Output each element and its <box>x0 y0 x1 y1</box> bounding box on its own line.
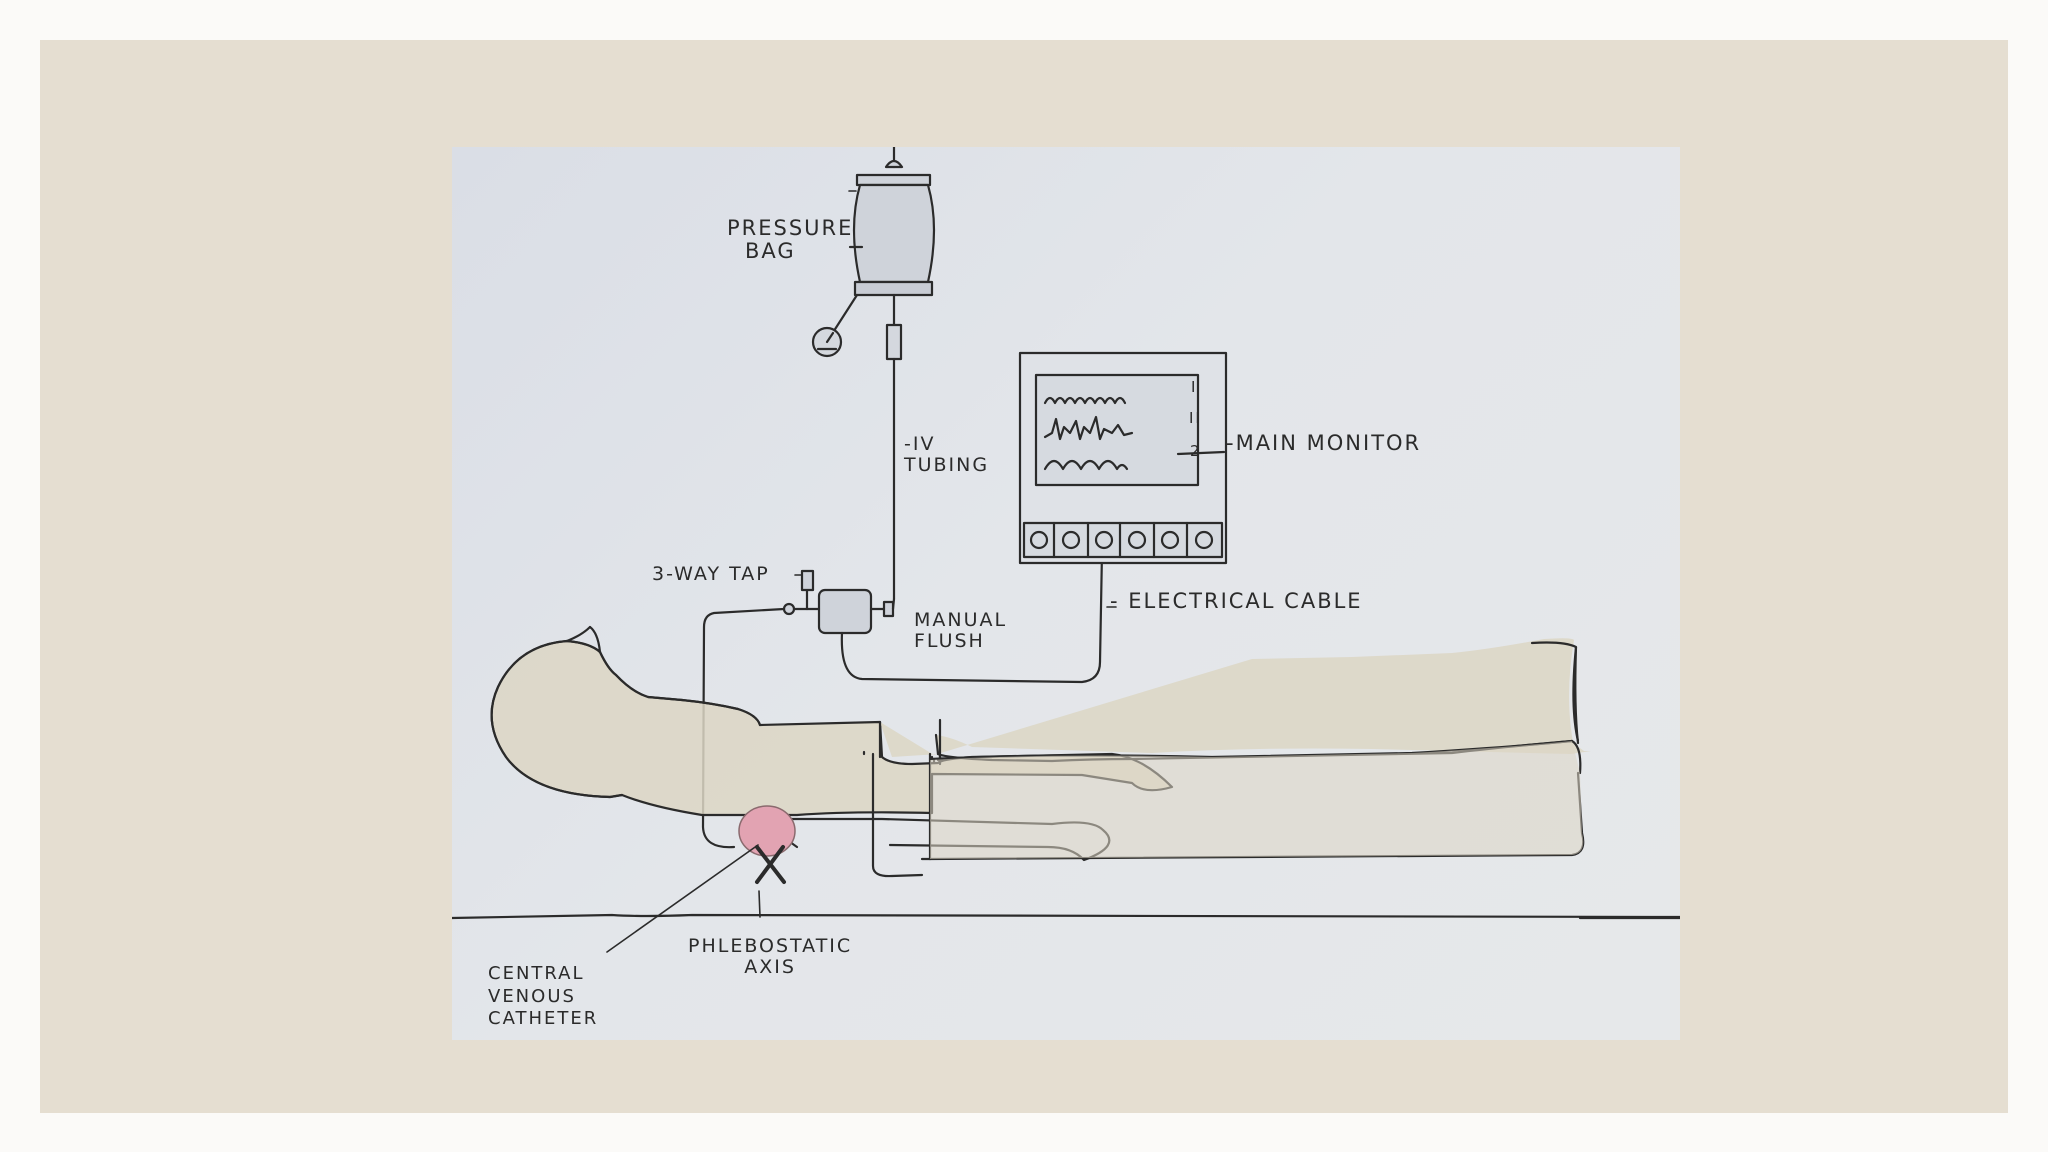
iv-tubing-label: -IV TUBING <box>904 434 989 476</box>
manual-flush-label: MANUAL FLUSH <box>914 610 1007 652</box>
iv-tubing-label-line2: TUBING <box>904 453 990 476</box>
central-venous-catheter-label: CENTRAL VENOUS CATHETER <box>488 963 598 1031</box>
pressure-gauge <box>811 293 859 358</box>
pressure-bag <box>848 147 936 297</box>
pressure-bag-label-line2: BAG <box>745 239 796 264</box>
monitor-channel-1: I <box>1191 378 1198 396</box>
diagram-sheet: PRESSURE BAG -IV TUBING -MAIN MONITOR I … <box>452 147 1680 1040</box>
heart-marker <box>738 805 796 857</box>
phlebostatic-x <box>755 845 786 884</box>
manual-flush-label-line1: MANUAL <box>914 609 1008 631</box>
catheter-line <box>701 607 786 849</box>
phlebostatic-axis-label: PHLEBOSTATIC AXIS <box>688 936 852 978</box>
phlebostatic-axis-label-line1: PHLEBOSTATIC <box>688 935 853 957</box>
cvc-label-line2: VENOUS <box>488 985 576 1007</box>
hemodynamic-setup-drawing <box>452 147 1680 953</box>
iv-tubing-label-line1: -IV <box>904 433 936 455</box>
cvc-label-line1: CENTRAL <box>488 963 585 984</box>
pressure-bag-label-line1: PRESSURE <box>727 216 854 240</box>
phlebostatic-axis-label-line2: AXIS <box>744 955 796 978</box>
electrical-cable-label: - ELECTRICAL CABLE <box>1110 589 1363 613</box>
slide-frame: PRESSURE BAG -IV TUBING -MAIN MONITOR I … <box>40 40 2008 1113</box>
monitor-channel-2: II <box>1189 409 1202 427</box>
transducer <box>782 569 896 635</box>
iv-line <box>885 293 903 601</box>
monitor-channel-3: 2 <box>1190 442 1202 460</box>
manual-flush-label-line2: FLUSH <box>914 629 985 652</box>
cvc-label-line3: CATHETER <box>488 1008 599 1029</box>
three-way-tap-label: 3-WAY TAP <box>652 563 770 585</box>
electrical-cable <box>840 550 1104 684</box>
main-monitor-label: -MAIN MONITOR <box>1226 431 1422 455</box>
main-monitor <box>1018 351 1228 565</box>
pressure-bag-label: PRESSURE BAG <box>727 216 854 264</box>
